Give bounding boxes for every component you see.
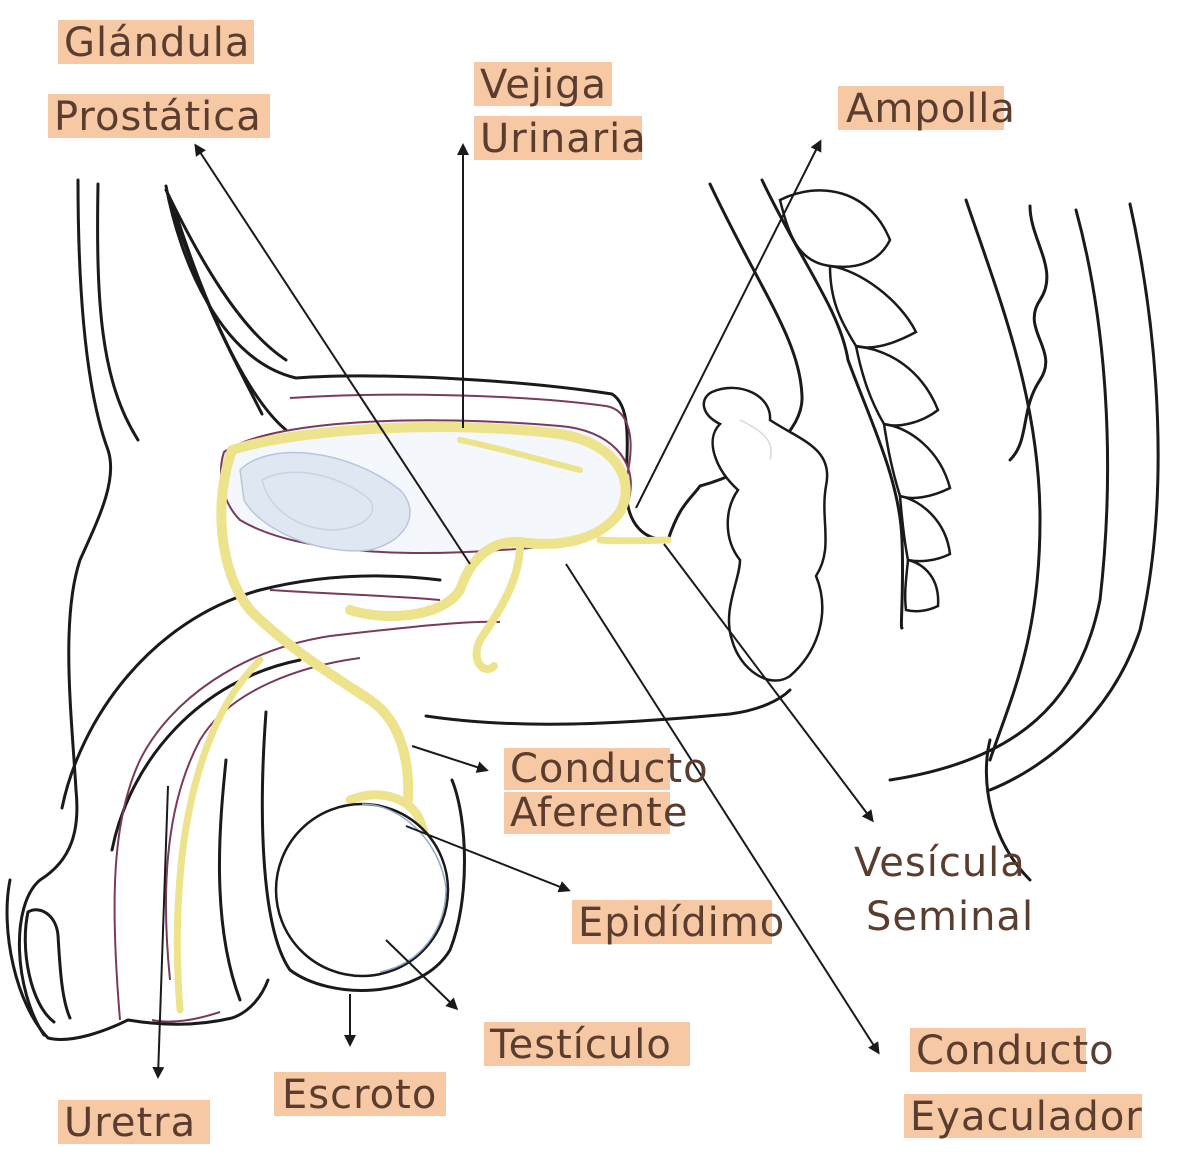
label-text-uretra: Uretra bbox=[64, 1100, 196, 1146]
label-text-conducto-eyaculador-1: Conducto bbox=[916, 1028, 1115, 1074]
label-text-conducto-deferente-2: Aferente bbox=[510, 790, 688, 836]
label-conducto-deferente: Conducto Aferente bbox=[504, 746, 709, 836]
label-text-epididimo: Epidídimo bbox=[578, 900, 785, 946]
label-text-escroto: Escroto bbox=[282, 1072, 437, 1118]
label-text-vejiga: Vejiga bbox=[480, 62, 607, 108]
label-ampolla: Ampolla bbox=[838, 86, 1016, 132]
label-vesicula: Vesícula Seminal bbox=[854, 840, 1034, 940]
label-vejiga: Vejiga bbox=[474, 62, 612, 108]
label-text-conducto-deferente-1: Conducto bbox=[510, 746, 709, 792]
label-conducto-eyaculador: Conducto Eyaculador bbox=[904, 1028, 1143, 1140]
label-text-ampolla: Ampolla bbox=[846, 86, 1016, 132]
label-text-urinaria: Urinaria bbox=[480, 116, 647, 162]
label-text-testiculo: Testículo bbox=[489, 1022, 672, 1068]
label-text-prostatica: Prostática bbox=[54, 94, 262, 140]
label-escroto: Escroto bbox=[274, 1072, 446, 1118]
label-glandula: Glándula bbox=[58, 20, 254, 66]
pointer-deferente bbox=[412, 746, 486, 770]
testicle bbox=[276, 804, 448, 976]
label-prostatica: Prostática bbox=[48, 94, 270, 140]
label-text-glandula: Glándula bbox=[64, 20, 250, 66]
label-testiculo: Testículo bbox=[484, 1022, 690, 1068]
label-epididimo: Epidídimo bbox=[572, 900, 785, 946]
label-text-seminal: Seminal bbox=[866, 894, 1034, 940]
label-text-conducto-eyaculador-2: Eyaculador bbox=[910, 1094, 1143, 1140]
label-uretra: Uretra bbox=[58, 1100, 210, 1146]
label-text-vesicula: Vesícula bbox=[854, 840, 1026, 886]
seminal-vesicle-shape bbox=[704, 388, 827, 681]
label-urinaria: Urinaria bbox=[474, 116, 647, 162]
